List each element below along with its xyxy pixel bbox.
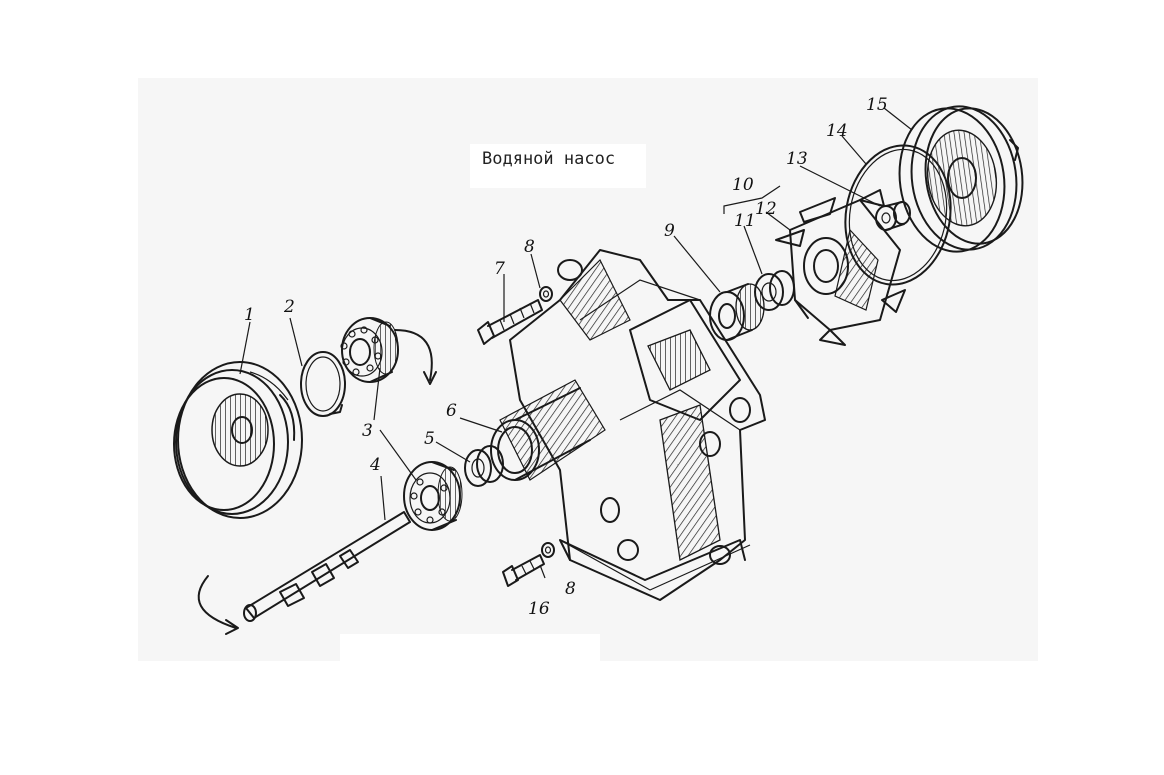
rotation-arrowhead-upper — [423, 371, 437, 385]
callout-11: 11 — [734, 211, 756, 231]
bushing — [709, 283, 765, 341]
bolt-bottom — [502, 542, 555, 587]
bearing-lower — [403, 461, 463, 531]
bolt-top — [477, 286, 553, 345]
bearing-upper — [340, 317, 399, 383]
callout-15: 15 — [866, 95, 888, 115]
circlip — [300, 351, 346, 417]
shaft — [243, 511, 411, 622]
pump-housing — [490, 249, 766, 601]
blank-strip — [340, 634, 600, 664]
impeller — [775, 189, 906, 346]
callout-12: 12 — [755, 199, 777, 219]
callout-3: 3 — [362, 421, 373, 441]
callout-9: 9 — [664, 221, 675, 241]
rotation-arrowhead-lower — [225, 619, 239, 635]
callout-8-bottom: 8 — [565, 579, 576, 599]
pulley-rear — [898, 105, 1024, 253]
o-ring — [844, 144, 952, 286]
callout-8-top: 8 — [524, 237, 535, 257]
callout-10: 10 — [732, 175, 754, 195]
callout-6: 6 — [446, 401, 457, 421]
callout-2: 2 — [283, 297, 295, 317]
nut — [875, 201, 911, 231]
callout-7: 7 — [494, 259, 505, 279]
callout-1: 1 — [244, 305, 255, 325]
leader-lines — [239, 107, 913, 579]
callout-16: 16 — [528, 599, 550, 619]
callout-5: 5 — [424, 429, 435, 449]
callout-13: 13 — [786, 149, 808, 169]
rotation-arrow-upper — [394, 329, 433, 381]
diagram-title: Водяной насос — [470, 144, 646, 188]
pulley-front — [173, 361, 303, 519]
callout-14: 14 — [826, 121, 848, 141]
rotation-arrow-lower — [197, 575, 237, 629]
callout-4: 4 — [369, 455, 381, 475]
seal-ring — [464, 445, 504, 487]
